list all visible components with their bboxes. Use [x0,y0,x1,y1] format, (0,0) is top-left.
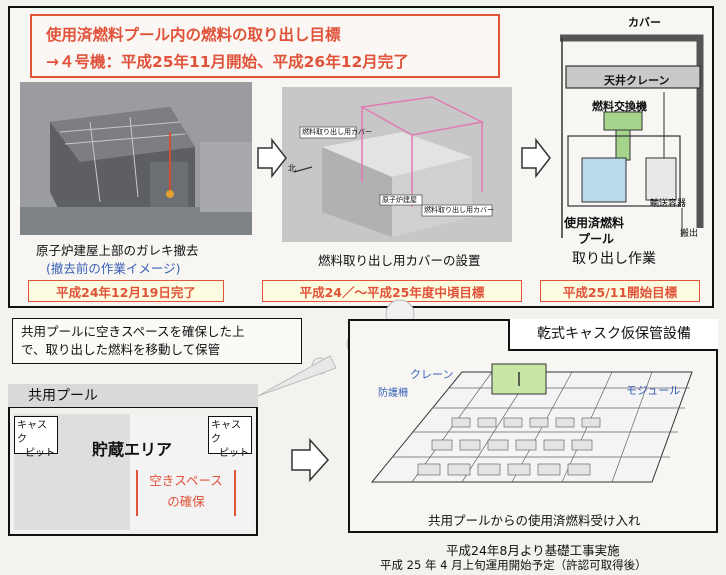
arrow-right-icon [257,138,287,178]
footer-line-1: 平成24年8月より基礎工事実施 [446,543,620,558]
step3-status: 平成25/11開始目標 [540,280,700,302]
label-cover-c: 燃料取り出し用カバー [424,206,494,214]
label-cover-a: 燃料取り出し用カバー [302,128,372,136]
dry-cask-title: 乾式キャスク仮保管設備 [508,319,718,351]
note-line-2: で、取り出した燃料を移動して保管 [21,342,221,357]
label-container: 輸送容器 [650,199,687,209]
fuel-removal-diagram: カバー 天井クレーン 燃料交換機 輸送容器 使用済燃料 プール 搬出 [552,8,712,253]
label-pool-1: 使用済燃料 [564,216,625,230]
crane-label: クレーン [410,368,454,381]
label-cover: カバー [628,16,661,29]
dry-cask-caption: 共用プールからの使用済燃料受け入れ [428,513,641,528]
storage-area-label: 貯蔵エリア [92,440,173,459]
cask-pit-right: キャスク ピット [208,416,252,459]
cask-pit-left: キャスク ピット [14,416,58,459]
dry-cask-illustration [370,363,693,483]
free-space-label: 空きスペース の確保 [136,470,236,516]
title-line-1: 使用済燃料プール内の燃料の取り出し目標 [46,26,341,44]
common-pool-title: 共用プール [8,384,258,408]
title-box: 使用済燃料プール内の燃料の取り出し目標 →４号機：平成25年11月開始、平成26… [30,14,500,78]
debris-removal-image [20,82,252,235]
footer-line-2: 平成 25 年 4 月上旬運用開始予定（許認可取得後） [380,558,647,572]
step2-caption: 燃料取り出し用カバーの設置 [318,253,481,268]
step2-status: 平成24／〜平成25年度中頃目標 [262,280,522,302]
step1-subcaption: (撤去前の作業イメージ) [46,261,181,276]
step1-status: 平成24年12月19日完了 [28,280,224,302]
cover-installation-image: 燃料取り出し用カバー 原子炉建屋 燃料取り出し用カバー 北 [282,87,512,242]
label-transfer: 搬出 [680,229,699,239]
step1-caption: 原子炉建屋上部のガレキ撤去 [36,243,199,258]
step3-caption: 取り出し作業 [572,251,656,267]
note-callout: 共用プールに空きスペースを確保した上 で、取り出した燃料を移動して保管 [12,318,302,364]
title-line-2: →４号機：平成25年11月開始、平成26年12月完了 [46,53,409,71]
label-north: 北 [288,164,296,173]
label-reactor: 原子炉建屋 [382,196,417,204]
shield-label: 防護柵 [378,388,408,399]
note-line-1: 共用プールに空きスペースを確保した上 [21,324,245,339]
arrow-right-icon [291,438,330,482]
arrow-right-icon [521,138,551,178]
label-exchanger: 燃料交換機 [592,100,647,113]
module-label: モジュール [626,384,681,397]
label-pool-2: プール [578,232,615,246]
label-crane: 天井クレーン [604,74,670,87]
